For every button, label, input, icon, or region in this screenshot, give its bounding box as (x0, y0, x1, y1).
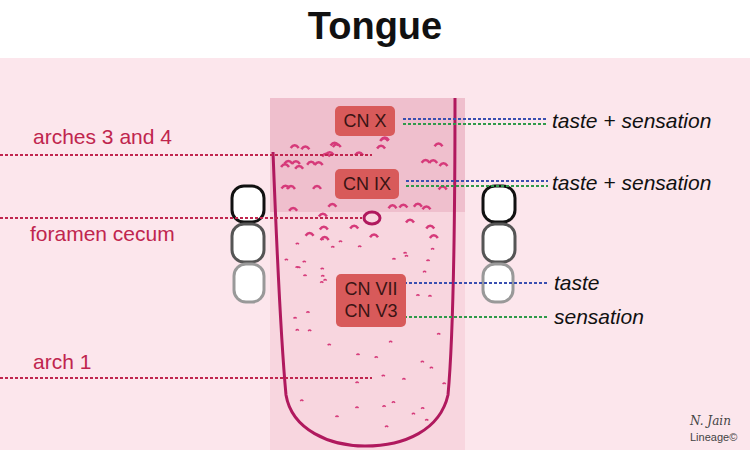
papilla (370, 235, 378, 238)
nerve-label: CN VII (344, 278, 397, 301)
papilla (377, 146, 385, 149)
papilla (421, 361, 424, 362)
papilla (355, 407, 358, 408)
region-label: arch 1 (33, 350, 91, 373)
papilla (414, 204, 422, 207)
papilla (380, 138, 388, 141)
papilla (321, 275, 324, 276)
papilla (435, 143, 443, 146)
papilla (431, 249, 434, 250)
papilla (389, 341, 392, 342)
papilla (301, 146, 309, 149)
papilla (404, 252, 407, 253)
papilla (402, 379, 405, 380)
papilla (331, 143, 339, 146)
papilla (392, 259, 395, 260)
papilla (437, 333, 440, 334)
papilla (295, 166, 303, 169)
papilla (339, 241, 342, 242)
papilla (313, 186, 321, 189)
papilla (425, 419, 428, 420)
papilla (296, 243, 299, 244)
nerve-label: CN IX (343, 173, 391, 196)
papilla (321, 268, 324, 269)
region-label: foramen cecum (30, 222, 175, 245)
papilla (328, 344, 331, 345)
papilla (439, 163, 447, 166)
papilla (320, 227, 328, 230)
nerve-box: CN VIICN V3 (336, 274, 405, 327)
papilla (356, 382, 359, 383)
papilla (319, 214, 327, 217)
papilla (381, 137, 389, 140)
papilla (382, 375, 385, 376)
papilla (335, 416, 338, 417)
papilla (308, 330, 311, 331)
papilla (289, 208, 297, 211)
papilla (392, 402, 395, 403)
papilla (294, 317, 297, 318)
papilla (304, 275, 307, 276)
papilla (421, 408, 424, 409)
papilla (297, 267, 300, 268)
papilla (427, 260, 430, 261)
function-label: sensation (554, 305, 644, 328)
papilla (291, 145, 299, 148)
watermark: Lineage© (690, 431, 737, 443)
function-label: taste (554, 271, 600, 294)
papilla (331, 246, 334, 247)
background-panel (0, 58, 750, 450)
papilla (281, 164, 289, 167)
papilla (428, 296, 431, 297)
papilla (416, 295, 419, 296)
signature: N. Jain (690, 415, 731, 428)
function-label: taste + sensation (552, 171, 711, 194)
foramen-cecum-mark (364, 212, 380, 224)
papilla (426, 226, 434, 229)
papilla (405, 255, 408, 256)
papilla (296, 330, 299, 331)
papilla (328, 204, 336, 207)
papilla (306, 233, 314, 236)
papilla (375, 357, 378, 358)
papilla (356, 354, 359, 355)
papilla (406, 220, 414, 223)
tongue-region (270, 98, 465, 450)
nerve-box: CN IX (335, 169, 399, 200)
nerve-label: CN V3 (344, 300, 397, 323)
papilla (358, 246, 361, 247)
papilla (315, 162, 323, 165)
nerve-label: CN X (343, 110, 386, 133)
papilla (306, 312, 309, 313)
papilla (439, 187, 447, 190)
papilla (423, 271, 426, 272)
papilla (324, 280, 327, 281)
tongue-outline (273, 98, 455, 446)
papilla (320, 282, 323, 283)
papilla (285, 259, 288, 260)
leader-lines (0, 119, 548, 378)
papilla (300, 400, 303, 401)
title: Tongue (308, 6, 442, 48)
function-label: taste + sensation (552, 109, 711, 132)
papilla (422, 206, 430, 209)
papilla (389, 205, 397, 208)
papilla (429, 160, 437, 163)
papilla (443, 383, 446, 384)
papilla (399, 205, 407, 208)
papilla (321, 237, 329, 240)
papilla (350, 226, 358, 229)
papilla (385, 426, 388, 427)
papilla (303, 261, 306, 262)
papilla (412, 413, 415, 414)
teeth (232, 186, 515, 302)
papilla (430, 235, 438, 238)
papilla (281, 186, 289, 189)
region-label: arches 3 and 4 (33, 125, 172, 148)
nerve-box: CN X (335, 106, 394, 137)
papilla (430, 367, 433, 368)
papilla (383, 406, 386, 407)
papilla (292, 161, 300, 164)
